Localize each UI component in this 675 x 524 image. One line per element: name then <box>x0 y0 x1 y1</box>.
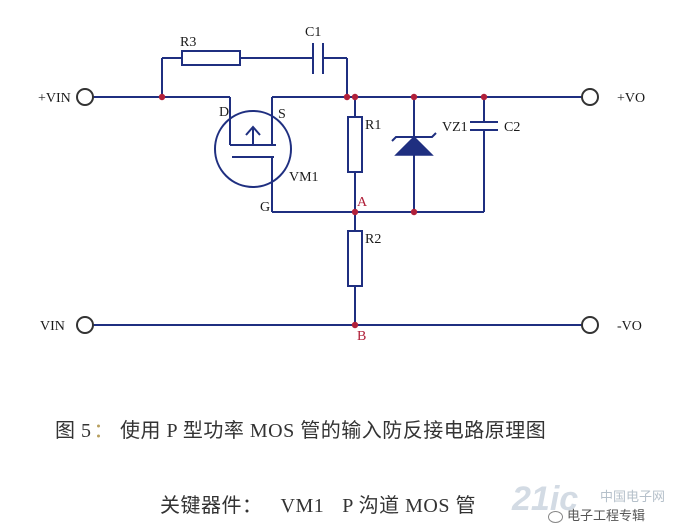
label-r2: R2 <box>365 232 381 247</box>
watermark-account-name: 电子工程专辑 <box>567 509 646 524</box>
label-r3: R3 <box>180 35 196 50</box>
label-node-b: B <box>357 329 366 344</box>
figure-number: 图 5 <box>55 420 92 442</box>
watermark-site: 中国电子网 <box>600 490 666 505</box>
junction-dot <box>351 93 359 101</box>
zener-vz1-bar <box>391 132 437 142</box>
label-vo-pos: +VO <box>617 91 645 106</box>
label-vz1: VZ1 <box>442 120 468 135</box>
junction-dot <box>480 93 488 101</box>
caption-separator: ： <box>93 420 114 442</box>
label-vin-neg: VIN <box>40 319 65 334</box>
label-source: S <box>278 107 286 122</box>
label-gate: G <box>260 200 270 215</box>
label-node-a: A <box>357 195 368 210</box>
resistor-r3 <box>181 50 241 66</box>
junction-dot <box>158 93 166 101</box>
terminal-vin-neg <box>76 316 94 334</box>
label-c1: C1 <box>305 25 321 40</box>
junction-dot <box>410 93 418 101</box>
label-vo-neg: -VO <box>617 319 642 334</box>
watermark-account: 电子工程专辑 <box>548 505 645 524</box>
terminal-vin-pos <box>76 88 94 106</box>
label-drain: D <box>219 105 229 120</box>
mosfet-vm1-body <box>214 110 292 188</box>
terminal-vo-pos <box>581 88 599 106</box>
junction-dot <box>351 321 359 329</box>
figure-caption: 图 5： 使用 P 型功率 MOS 管的输入防反接电路原理图 <box>55 414 655 443</box>
figure-title: 使用 P 型功率 MOS 管的输入防反接电路原理图 <box>120 420 547 442</box>
label-c2: C2 <box>504 120 520 135</box>
resistor-r1 <box>347 116 363 173</box>
label-vm1: VM1 <box>289 170 319 185</box>
key-devices-line: 关键器件： VM1 P 沟道 MOS 管 <box>160 489 494 518</box>
key-device-name: VM1 <box>280 495 325 517</box>
zener-vz1-triangle <box>394 135 434 156</box>
watermark-logo: 21ic <box>512 480 579 518</box>
key-devices-label: 关键器件： <box>160 495 263 517</box>
label-r1: R1 <box>365 118 381 133</box>
junction-dot <box>351 208 359 216</box>
junction-dot <box>343 93 351 101</box>
junction-dot <box>410 208 418 216</box>
resistor-r2 <box>347 230 363 287</box>
mosfet-arrow-head <box>245 125 261 136</box>
terminal-vo-neg <box>581 316 599 334</box>
key-device-desc: P 沟道 MOS 管 <box>342 495 476 517</box>
circuit-schematic: +VIN VIN +VO -VO R3 C1 D S G VM1 R1 VZ1 … <box>38 25 645 344</box>
label-vin-pos: +VIN <box>38 91 71 106</box>
wechat-icon <box>548 510 563 523</box>
